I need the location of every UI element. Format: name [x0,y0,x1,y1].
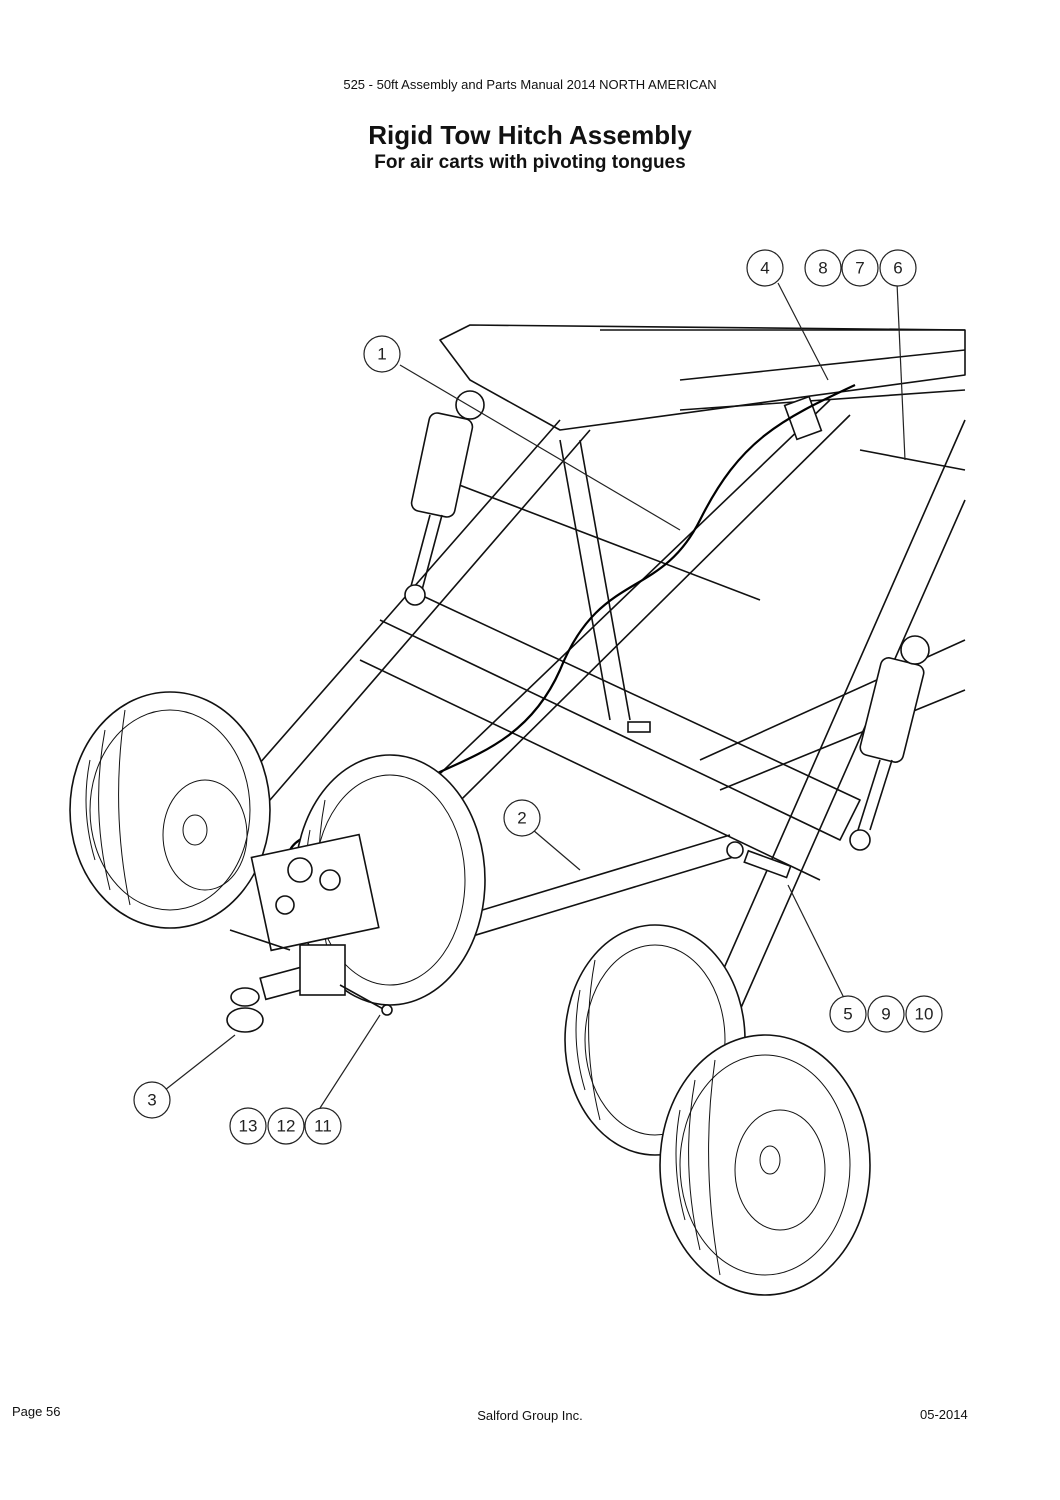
svg-text:12: 12 [277,1117,296,1136]
callout-11: 11 [304,1107,342,1145]
callout-5: 5 [829,995,867,1033]
callout-6: 6 [879,249,917,287]
revision-date: 05-2014 [920,1407,968,1422]
callout-4: 4 [746,249,784,287]
cart-frame [244,324,966,1011]
callout-2: 2 [503,799,541,837]
svg-text:6: 6 [893,259,902,278]
svg-text:10: 10 [915,1005,934,1024]
page-subtitle: For air carts with pivoting tongues [374,152,686,173]
callout-12: 12 [267,1107,305,1145]
page-title: Rigid Tow Hitch Assembly [368,120,692,150]
callout-9: 9 [867,995,905,1033]
page-number: Page 56 [12,1404,61,1419]
manual-header: 525 - 50ft Assembly and Parts Manual 201… [343,77,717,92]
callout-7: 7 [841,249,879,287]
tow-hitch [226,833,393,1033]
callout-3: 3 [133,1081,171,1119]
callout-10: 10 [905,995,943,1033]
wheel-rear-front [659,1034,871,1296]
svg-text:7: 7 [855,259,864,278]
svg-text:13: 13 [239,1117,258,1136]
svg-text:5: 5 [843,1005,852,1024]
callout-1: 1 [363,335,401,373]
svg-text:1: 1 [377,345,386,364]
svg-text:9: 9 [881,1005,890,1024]
left-shock [404,390,485,606]
svg-text:3: 3 [147,1091,156,1110]
svg-text:4: 4 [760,259,769,278]
right-shock [849,635,930,851]
svg-text:2: 2 [517,809,526,828]
svg-text:11: 11 [314,1117,332,1136]
callout-13: 13 [229,1107,267,1145]
callout-8: 8 [804,249,842,287]
callout-leaders [164,282,906,1109]
svg-text:8: 8 [818,259,827,278]
company-name: Salford Group Inc. [477,1408,583,1423]
wheel-front-left [69,691,271,929]
wheel-front-right [294,754,486,1006]
